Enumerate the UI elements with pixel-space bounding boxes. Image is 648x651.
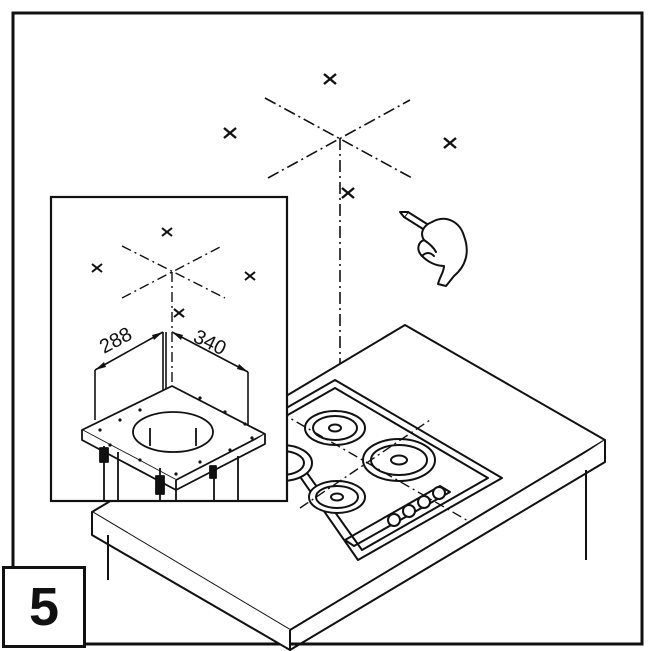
- mounting-bracket-icon: [81, 385, 266, 500]
- ceiling-axes: [264, 97, 413, 395]
- hob-icon: [251, 379, 503, 561]
- cross-mark-icon: [323, 73, 337, 85]
- step-number-box: 5: [2, 566, 86, 648]
- cross-mark-icon: [91, 263, 103, 273]
- cross-mark-icon: [173, 308, 185, 318]
- outer-frame: [11, 11, 644, 646]
- inset-drill-marks: [91, 227, 256, 318]
- step-number: 5: [28, 577, 60, 637]
- hand-with-pencil-icon: [399, 211, 468, 287]
- cross-mark-icon: [244, 271, 256, 281]
- cross-mark-icon: [341, 187, 355, 199]
- detail-inset: 288 340: [81, 227, 266, 500]
- bracket-holes: [98, 396, 254, 476]
- cross-mark-icon: [443, 137, 457, 149]
- ceiling-drill-marks: [223, 73, 457, 199]
- cross-mark-icon: [161, 227, 173, 237]
- hob-axes: [261, 401, 471, 523]
- cross-mark-icon: [223, 127, 237, 139]
- dimension-arrows: [95, 332, 248, 372]
- dimension-lines: [94, 331, 249, 425]
